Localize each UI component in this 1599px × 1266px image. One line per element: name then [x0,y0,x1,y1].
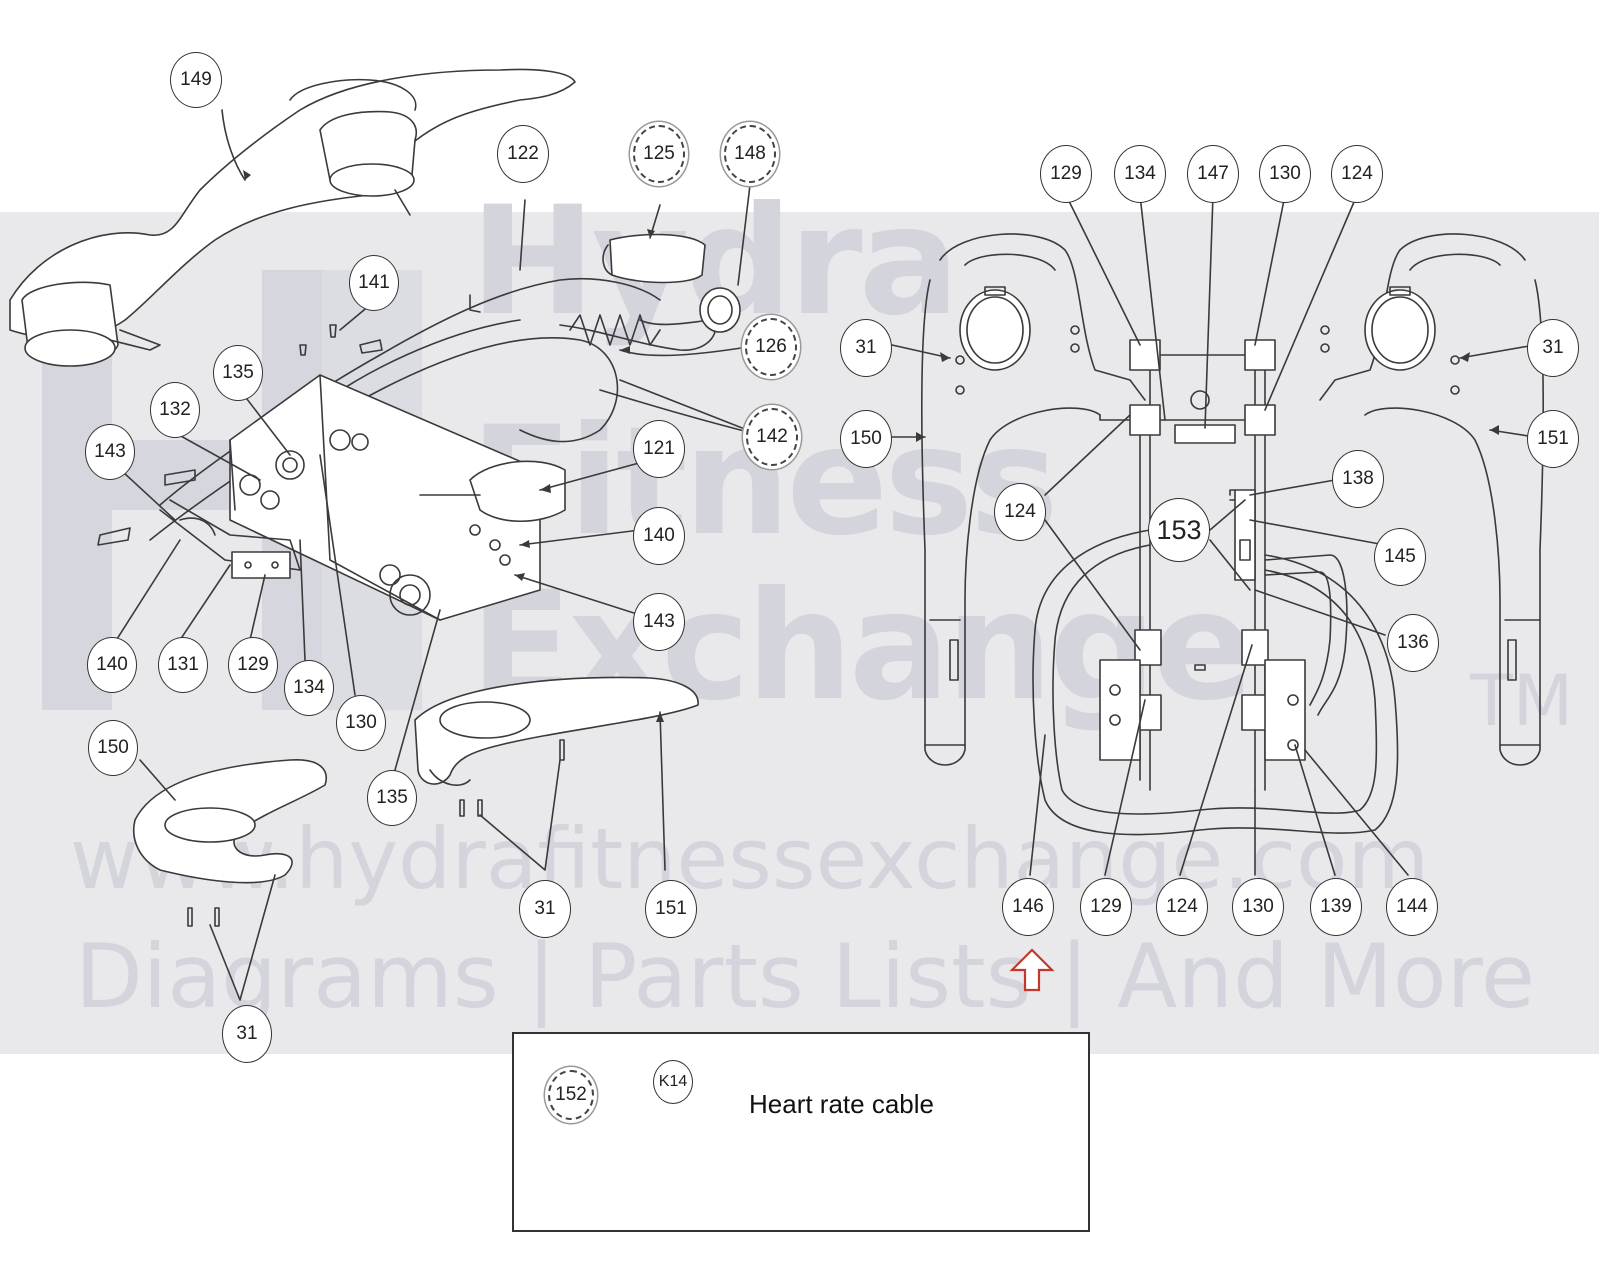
callout-r129b: 129 [1080,878,1132,936]
callout-r147: 147 [1187,145,1239,203]
callout-31a: 31 [519,880,571,938]
callout-r151: 151 [1527,410,1579,468]
callout-130a: 130 [336,695,386,751]
callout-140a: 140 [633,507,685,565]
callout-122: 122 [497,125,549,183]
callout-k14: K14 [653,1060,693,1104]
callout-126: 126 [745,318,797,376]
central-bracket-part [1099,339,1306,791]
callout-r130b: 130 [1232,878,1284,936]
callout-142: 142 [746,408,798,466]
callout-152: 152 [548,1070,594,1120]
handlebar-frame-part [920,233,1545,766]
callout-r124b: 124 [994,483,1046,541]
callout-31b: 31 [222,1005,272,1063]
callout-r134: 134 [1114,145,1166,203]
callout-143b: 143 [633,593,685,651]
callout-r138: 138 [1332,450,1384,508]
red-arrow-icon [1009,948,1055,992]
callout-r31a: 31 [840,319,892,377]
callout-r124: 124 [1331,145,1383,203]
heart-rate-cable-label: Heart rate cable [749,1089,934,1119]
callout-r146: 146 [1002,878,1054,936]
callout-135b: 135 [367,770,417,826]
callout-r144: 144 [1386,878,1438,936]
callout-r136: 136 [1387,614,1439,672]
callout-143a: 143 [85,424,135,480]
callout-125: 125 [633,125,685,183]
callout-141: 141 [349,255,399,311]
callout-151a: 151 [645,880,697,938]
callout-129a: 129 [228,637,278,693]
callout-149: 149 [170,52,222,108]
callout-121: 121 [633,420,685,478]
callout-r145: 145 [1374,528,1426,586]
callout-r153: 153 [1148,498,1210,562]
watermark-tagline: Diagrams | Parts Lists | And More [75,925,1536,1028]
callout-131: 131 [158,637,208,693]
callout-r129: 129 [1040,145,1092,203]
callout-140b: 140 [87,637,137,693]
watermark-trademark: TM [1470,660,1574,742]
callout-r150: 150 [840,410,892,468]
heart-rate-cable-box: Heart rate cable [512,1032,1090,1232]
callout-150a: 150 [88,720,138,776]
callout-134a: 134 [284,660,334,716]
callout-r130: 130 [1259,145,1311,203]
callout-135a: 135 [213,345,263,401]
callout-r31b: 31 [1527,319,1579,377]
callout-r124c: 124 [1156,878,1208,936]
callout-132: 132 [150,382,200,438]
callout-r139: 139 [1310,878,1362,936]
callout-148: 148 [724,125,776,183]
upper-cover-part [9,68,576,367]
bracket-plate-part [97,374,541,621]
